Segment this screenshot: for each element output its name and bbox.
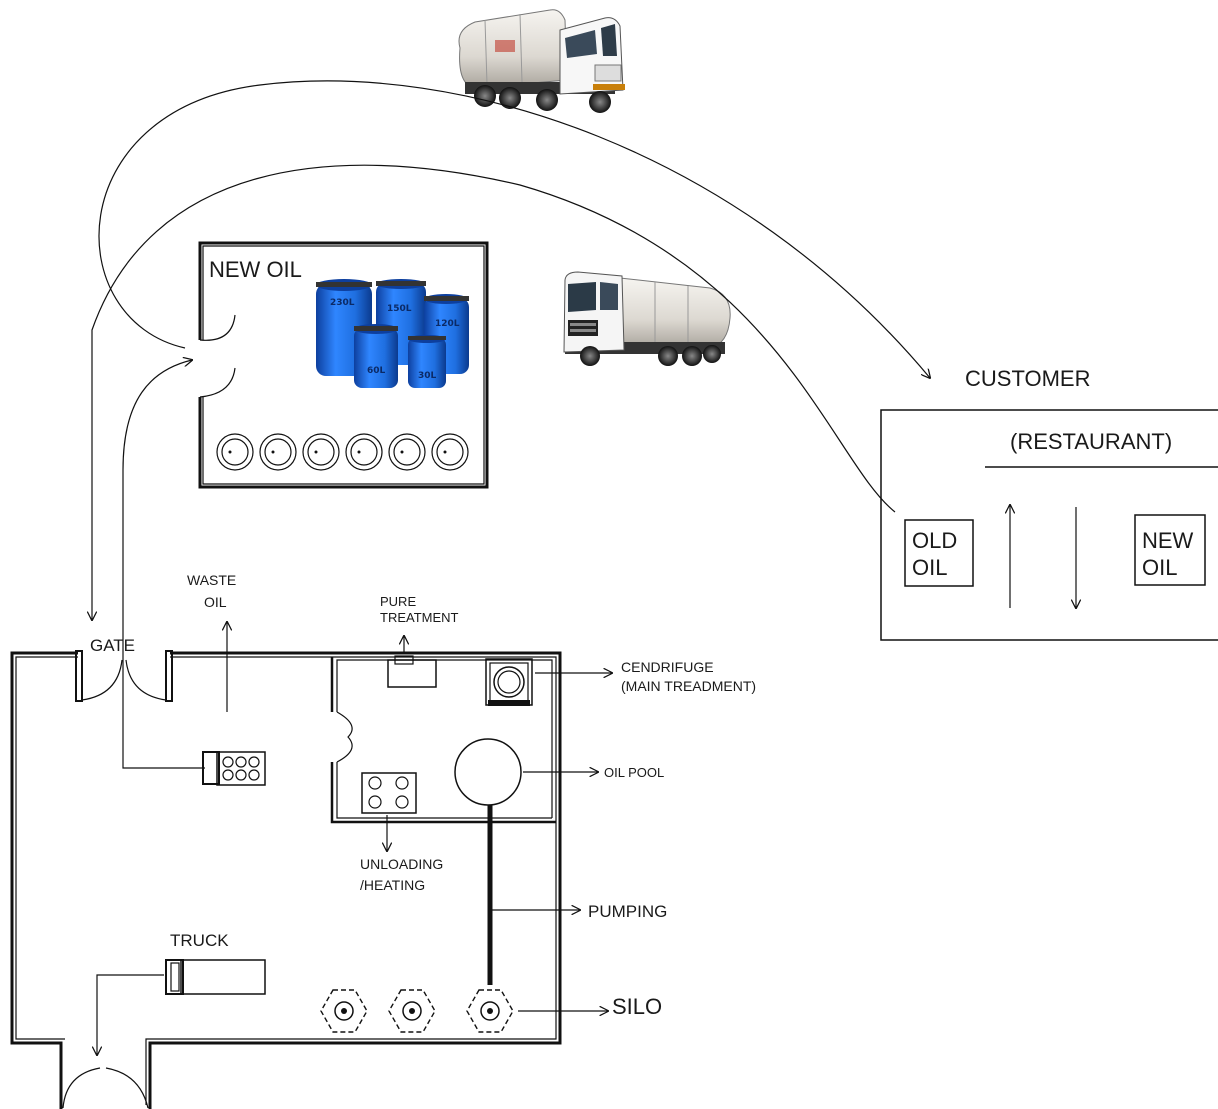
drum-2 <box>259 433 297 471</box>
drum-4 <box>345 433 383 471</box>
new-oil-box <box>1134 514 1206 586</box>
customer-label: CUSTOMER <box>965 366 1091 391</box>
treatment-room <box>330 657 556 824</box>
flow-arrow-to-customer <box>98 80 930 378</box>
drum-6 <box>431 433 469 471</box>
barrel-30l: 30L <box>408 335 446 388</box>
drum-5 <box>388 433 426 471</box>
centrifuge-label-1: CENDRIFUGE <box>621 659 714 675</box>
barrel-150l-label: 150L <box>387 304 412 314</box>
truck-plan: TRUCK <box>97 931 266 1055</box>
barrel-60l-label: 60L <box>367 366 386 376</box>
drum-row <box>216 433 469 471</box>
customer-restaurant: CUSTOMER (RESTAURANT) OLD OIL NEW OIL <box>880 366 1218 641</box>
flow-arrow-to-gate <box>92 164 896 620</box>
silos: SILO <box>320 989 662 1033</box>
old-oil-box <box>904 519 974 587</box>
tanker-truck-top <box>458 9 625 113</box>
silo-label: SILO <box>612 994 662 1019</box>
restaurant-label: (RESTAURANT) <box>1010 429 1172 454</box>
flow-arrow-to-new-oil <box>122 360 205 769</box>
old-oil-label-1: OLD <box>912 528 957 553</box>
new-oil-store: NEW OIL 230L 150L 120L <box>198 241 489 489</box>
truck-label: TRUCK <box>170 931 229 950</box>
waste-oil-label-2: OIL <box>204 594 227 610</box>
unloading-heating-unit: UNLOADING /HEATING <box>360 772 443 893</box>
waste-oil-label-1: WASTE <box>187 572 236 588</box>
new-oil-label-1: NEW <box>1142 528 1194 553</box>
pure-treatment-unit: PURE TREATMENT <box>380 594 459 688</box>
drum-1 <box>216 433 254 471</box>
pumping-label: PUMPING <box>588 902 667 921</box>
pure-treatment-label-2: TREATMENT <box>380 610 459 625</box>
barrel-120l-label: 120L <box>435 319 460 329</box>
pumping-line: PUMPING <box>487 805 667 985</box>
drum-3 <box>302 433 340 471</box>
silo-2 <box>388 989 436 1033</box>
unloading-label-1: UNLOADING <box>360 856 443 872</box>
barrel-230l-label: 230L <box>330 298 355 308</box>
silo-3 <box>466 989 514 1033</box>
plant-floor-plan: GATE WASTE OIL PURE TREATM <box>10 572 756 1109</box>
pure-treatment-label-1: PURE <box>380 594 416 609</box>
centrifuge-label-2: (MAIN TREADMENT) <box>621 678 756 694</box>
oil-pool-label: OIL POOL <box>604 765 664 780</box>
new-oil-label-2: OIL <box>1142 555 1177 580</box>
barrel-30l-label: 30L <box>418 371 437 381</box>
old-oil-label-2: OIL <box>912 555 947 580</box>
gate-label: GATE <box>90 636 135 655</box>
tanker-truck-middle <box>563 271 731 366</box>
barrels-photo: 230L 150L 120L 60L <box>316 279 469 388</box>
waste-oil-unit <box>202 751 266 786</box>
new-oil-store-title: NEW OIL <box>209 257 302 282</box>
silo-1 <box>320 989 368 1033</box>
unloading-label-2: /HEATING <box>360 877 425 893</box>
oil-pool: OIL POOL <box>454 738 664 806</box>
centrifuge-unit: CENDRIFUGE (MAIN TREADMENT) <box>485 658 756 706</box>
barrel-60l: 60L <box>354 324 398 388</box>
